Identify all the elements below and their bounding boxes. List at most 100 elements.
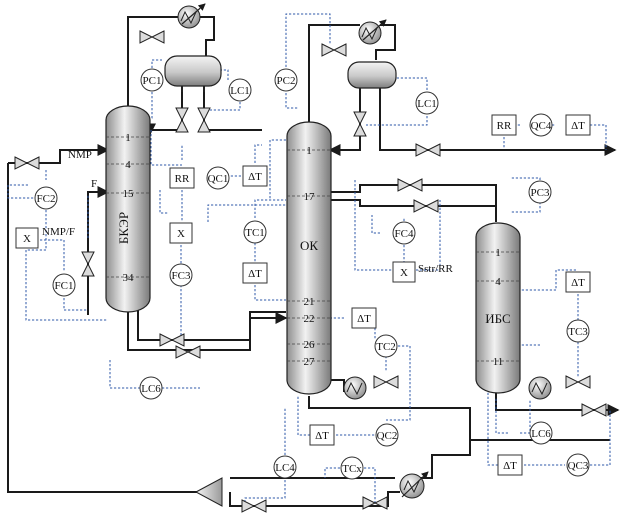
column-bker: 1 4 15 34 БКЭР <box>105 105 151 313</box>
column-ok: 1 17 21 22 26 27 ОК <box>286 121 332 395</box>
block-dt-ibs-tc3: ΔT <box>565 271 591 293</box>
instrument-tc3: TC3 <box>566 319 590 343</box>
block-x-nmp-ratio: X <box>15 227 39 249</box>
svg-text:X: X <box>177 228 185 240</box>
svg-text:QC1: QC1 <box>208 173 229 185</box>
bker-tray-4: 4 <box>125 159 131 171</box>
instrument-pc3: PC3 <box>528 180 552 204</box>
svg-text:ΔT: ΔT <box>571 277 585 289</box>
block-dt-ok-qc2: ΔT <box>309 424 335 446</box>
instrument-qc4: QC4 <box>529 113 553 137</box>
pump-nmp-recycle <box>194 477 223 507</box>
svg-text:X: X <box>400 267 408 279</box>
valve-ok-distillate <box>415 143 441 157</box>
svg-text:TCx: TCx <box>342 463 362 475</box>
instrument-lc1-bker: LC1 <box>228 78 252 102</box>
valve-ok-reboiler <box>373 375 399 389</box>
svg-text:RR: RR <box>497 120 512 132</box>
valve-bker-reflux-1 <box>175 107 189 133</box>
condenser-ok <box>358 19 387 45</box>
svg-text:ΔT: ΔT <box>571 120 585 132</box>
ibs-tray-11: 11 <box>493 356 504 368</box>
instrument-fc3: FC3 <box>169 263 193 287</box>
svg-text:PC3: PC3 <box>531 187 550 199</box>
instrument-qc1: QC1 <box>206 166 230 190</box>
svg-text:QC2: QC2 <box>377 430 398 442</box>
block-rr-bker: RR <box>169 167 195 189</box>
svg-text:PC1: PC1 <box>143 75 162 87</box>
cooler-nmp-recycle <box>399 471 429 499</box>
ratio-label-nmp-f: NMP/F <box>42 226 75 238</box>
ibs-tray-4: 4 <box>495 276 501 288</box>
ok-tray-21: 21 <box>304 296 315 308</box>
instrument-tc1: TC1 <box>243 220 267 244</box>
svg-text:QC4: QC4 <box>531 120 552 132</box>
ok-column-label: ОК <box>300 238 318 253</box>
svg-text:TC2: TC2 <box>376 341 396 353</box>
instrument-lc4: LC4 <box>273 455 297 479</box>
block-dt-ok-tc2: ΔT <box>351 307 377 329</box>
valve-cooler <box>362 496 388 510</box>
block-rr-ok: RR <box>491 114 517 136</box>
instrument-fc1: FC1 <box>52 273 76 297</box>
block-dt-ok-qc4: ΔT <box>565 114 591 136</box>
valve-bker-bottoms-2 <box>175 345 201 359</box>
svg-text:LC4: LC4 <box>275 462 295 474</box>
column-ibs: 1 4 11 ИБС <box>475 222 521 394</box>
instrument-pc2: PC2 <box>274 68 298 92</box>
svg-text:ΔT: ΔT <box>315 430 329 442</box>
bker-tray-15: 15 <box>123 188 135 200</box>
valve-ibs-bottoms <box>581 403 607 417</box>
ibs-column-label: ИБС <box>485 311 510 326</box>
stream-label-nmp: NMP <box>68 149 92 161</box>
valve-bker-condenser <box>139 30 165 44</box>
ibs-tray-1: 1 <box>495 247 501 259</box>
svg-text:FC3: FC3 <box>172 270 191 282</box>
ok-tray-27: 27 <box>304 356 316 368</box>
svg-text:ΔT: ΔT <box>248 171 262 183</box>
svg-text:LC6: LC6 <box>531 428 551 440</box>
block-x-reflux: X <box>169 222 193 244</box>
svg-text:FC4: FC4 <box>395 228 414 240</box>
svg-text:TC3: TC3 <box>568 326 588 338</box>
control-signal-lines <box>7 13 611 506</box>
ok-tray-26: 26 <box>304 339 316 351</box>
control-valves <box>14 30 607 513</box>
ok-tray-17: 17 <box>304 191 316 203</box>
svg-text:ΔT: ΔT <box>357 313 371 325</box>
stream-label-feed: F <box>91 178 97 190</box>
valve-nmp-recycle <box>241 499 267 513</box>
svg-text:LC1: LC1 <box>230 85 250 97</box>
valve-bker-bottoms-1 <box>159 333 185 347</box>
valve-ok-condenser <box>321 43 347 57</box>
svg-text:LC6: LC6 <box>141 383 161 395</box>
instrument-qc3: QC3 <box>566 453 590 477</box>
block-dt-ibs-qc3: ΔT <box>497 454 523 476</box>
block-dt-bker-top: ΔT <box>242 165 268 187</box>
svg-text:PC2: PC2 <box>277 75 296 87</box>
instrument-lc6-bker: LC6 <box>139 376 163 400</box>
svg-text:FC2: FC2 <box>37 193 56 205</box>
instrument-pc1: PC1 <box>140 68 164 92</box>
condenser-bker <box>177 3 206 29</box>
bker-tray-1: 1 <box>125 132 131 144</box>
valve-side-draw-1 <box>397 178 423 192</box>
valve-side-draw-2 <box>413 199 439 213</box>
bker-tray-34: 34 <box>123 272 135 284</box>
instrument-qc2: QC2 <box>375 423 399 447</box>
valve-ok-reflux <box>353 111 367 137</box>
reflux-drum-ok <box>347 61 397 89</box>
svg-text:X: X <box>23 233 31 245</box>
svg-text:TC1: TC1 <box>245 227 265 239</box>
instrument-lc6-ibs: LC6 <box>529 421 553 445</box>
ok-tray-22: 22 <box>304 313 315 325</box>
bker-column-label: БКЭР <box>116 212 131 244</box>
svg-text:RR: RR <box>175 173 190 185</box>
ratio-label-sstr-rr: Sstr/RR <box>418 263 454 275</box>
instrument-lc1-ok: LC1 <box>415 91 439 115</box>
reboiler-ok <box>343 376 367 400</box>
svg-text:FC1: FC1 <box>55 280 74 292</box>
ok-tray-1: 1 <box>306 145 312 157</box>
instrument-fc4: FC4 <box>392 221 416 245</box>
